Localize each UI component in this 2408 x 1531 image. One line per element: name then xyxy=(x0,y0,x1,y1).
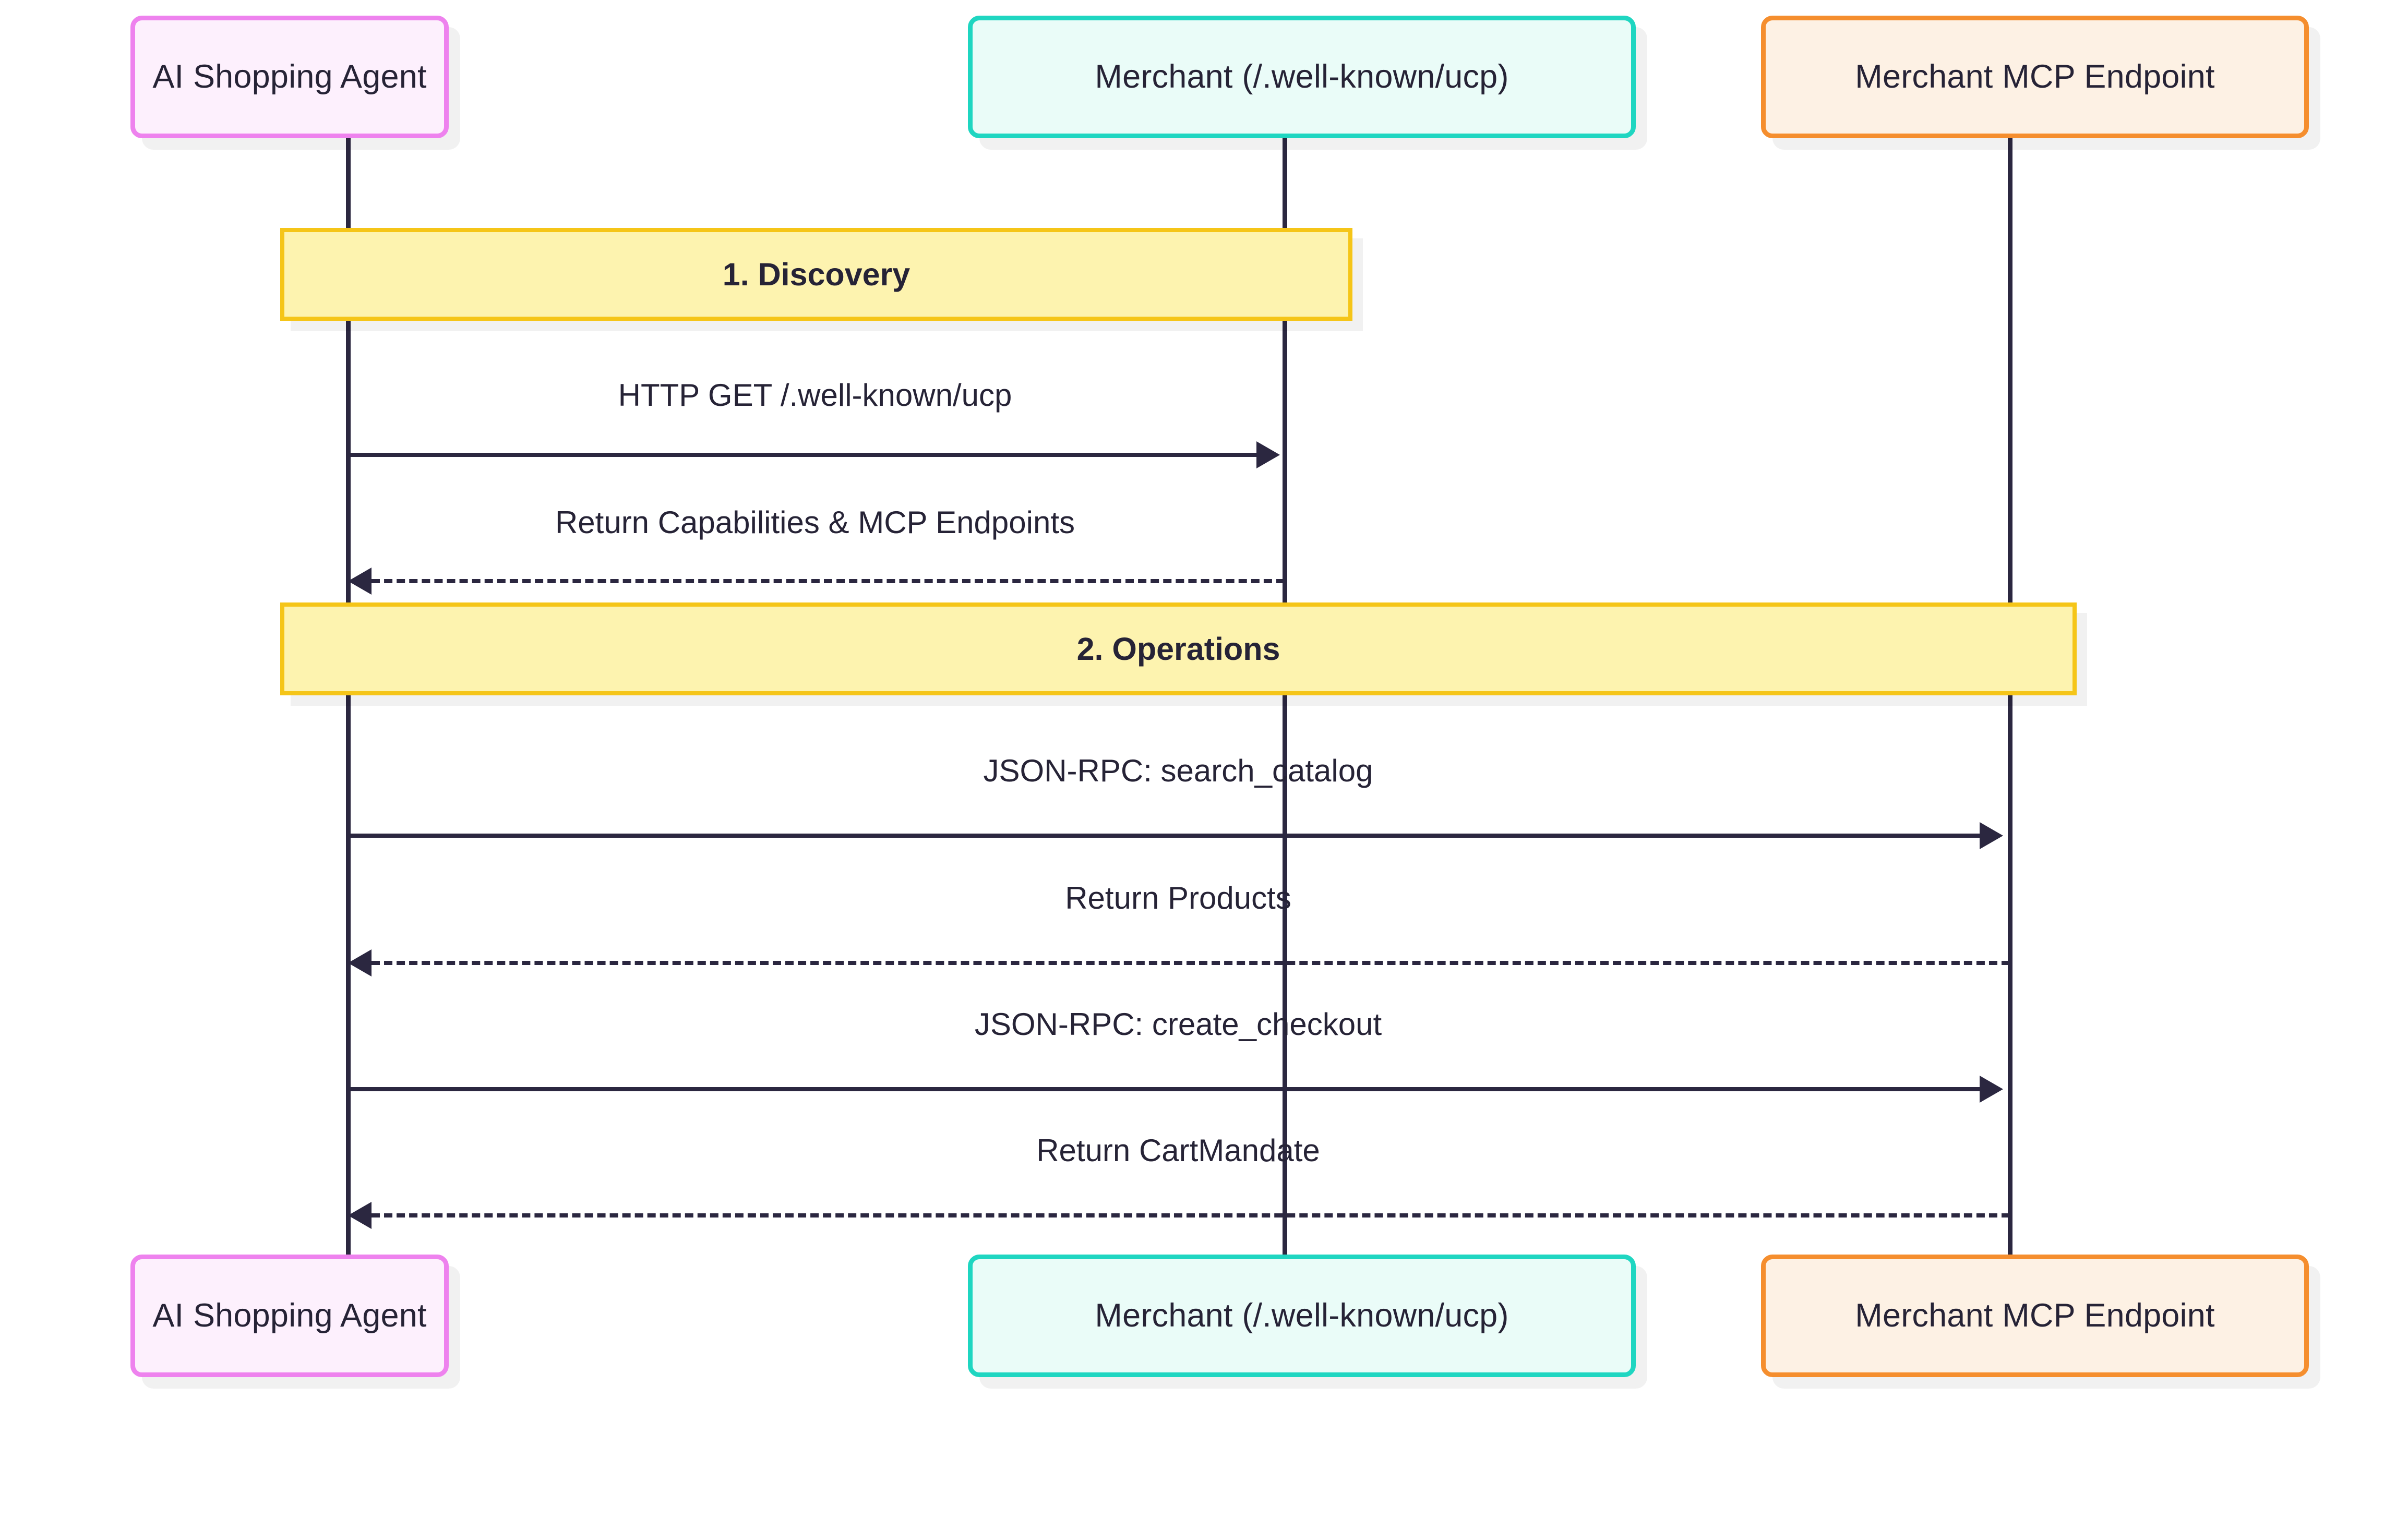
message-line-http-get xyxy=(348,453,1259,457)
message-arrowhead-return-products xyxy=(348,949,372,977)
message-arrowhead-create-checkout xyxy=(1980,1076,2003,1103)
participant-label-agent-bottom: AI Shopping Agent xyxy=(152,1297,427,1334)
participant-box-mcp-top[interactable]: Merchant MCP Endpoint xyxy=(1761,16,2309,138)
message-label-http-get: HTTP GET /.well-known/ucp xyxy=(618,378,1012,413)
participant-label-mcp-top: Merchant MCP Endpoint xyxy=(1855,58,2215,95)
message-arrowhead-return-capabilities xyxy=(348,568,372,595)
message-line-return-products xyxy=(372,961,2010,965)
participant-box-merchant-top[interactable]: Merchant (/.well-known/ucp) xyxy=(968,16,1636,138)
message-label-search-catalog: JSON-RPC: search_catalog xyxy=(983,753,1373,788)
participant-box-agent-top[interactable]: AI Shopping Agent xyxy=(130,16,449,138)
lifeline-merchant xyxy=(1283,138,1287,1273)
message-line-return-cartmandate xyxy=(372,1213,2010,1217)
message-label-return-cartmandate: Return CartMandate xyxy=(1036,1133,1320,1168)
participant-box-mcp-bottom[interactable]: Merchant MCP Endpoint xyxy=(1761,1255,2309,1377)
participant-label-mcp-bottom: Merchant MCP Endpoint xyxy=(1855,1297,2215,1334)
section-label-discovery: 1. Discovery xyxy=(722,256,911,292)
message-arrowhead-search-catalog xyxy=(1980,822,2003,849)
message-label-return-products: Return Products xyxy=(1065,881,1291,915)
message-label-create-checkout: JSON-RPC: create_checkout xyxy=(974,1007,1382,1042)
section-banner-discovery[interactable]: 1. Discovery xyxy=(280,228,1352,321)
message-line-search-catalog xyxy=(348,834,1982,838)
message-label-return-capabilities: Return Capabilities & MCP Endpoints xyxy=(555,505,1075,540)
message-arrowhead-return-cartmandate xyxy=(348,1202,372,1229)
section-label-operations: 2. Operations xyxy=(1076,631,1280,667)
message-line-create-checkout xyxy=(348,1087,1982,1091)
participant-label-merchant-bottom: Merchant (/.well-known/ucp) xyxy=(1095,1297,1509,1334)
participant-label-merchant-top: Merchant (/.well-known/ucp) xyxy=(1095,58,1509,95)
participant-box-merchant-bottom[interactable]: Merchant (/.well-known/ucp) xyxy=(968,1255,1636,1377)
participant-label-agent-top: AI Shopping Agent xyxy=(152,58,427,95)
lifeline-mcp xyxy=(2008,138,2012,1273)
section-banner-operations[interactable]: 2. Operations xyxy=(280,602,2077,695)
message-arrowhead-http-get xyxy=(1256,441,1280,468)
participant-box-agent-bottom[interactable]: AI Shopping Agent xyxy=(130,1255,449,1377)
lifeline-agent xyxy=(346,138,351,1273)
message-line-return-capabilities xyxy=(372,579,1285,583)
